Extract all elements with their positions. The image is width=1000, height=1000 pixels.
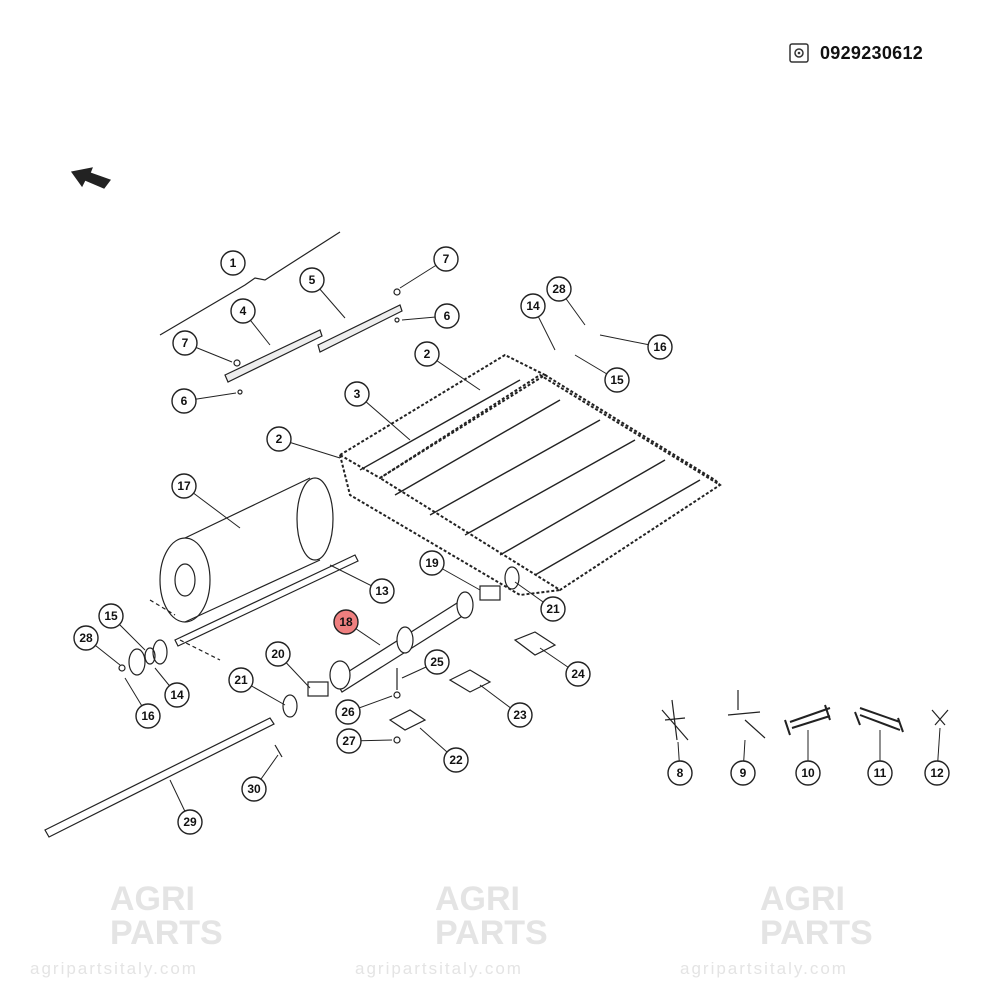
part-number: 0929230612 bbox=[820, 42, 924, 63]
callout-25[interactable]: 25 bbox=[424, 649, 450, 675]
watermark-text: agripartsitaly.com bbox=[680, 959, 848, 978]
callout-6[interactable]: 6 bbox=[434, 303, 460, 329]
callout-13[interactable]: 13 bbox=[369, 578, 395, 604]
callout-22[interactable]: 22 bbox=[443, 747, 469, 773]
callout-label: 11 bbox=[874, 766, 887, 780]
callout-14[interactable]: 14 bbox=[520, 293, 546, 319]
callout-label: 28 bbox=[79, 631, 93, 645]
callout-1[interactable]: 1 bbox=[220, 250, 246, 276]
callout-26[interactable]: 26 bbox=[335, 699, 361, 725]
watermark-text: PARTS bbox=[435, 914, 548, 952]
callout-16[interactable]: 16 bbox=[647, 334, 673, 360]
callout-label: 15 bbox=[610, 373, 624, 387]
callout-8[interactable]: 8 bbox=[667, 760, 693, 786]
callout-label: 9 bbox=[740, 766, 747, 780]
callout-label: 6 bbox=[181, 394, 188, 408]
callout-16[interactable]: 16 bbox=[135, 703, 161, 729]
callout-label: 18 bbox=[339, 615, 353, 629]
callout-label: 21 bbox=[234, 673, 248, 687]
watermark-text: PARTS bbox=[110, 914, 223, 952]
watermark-text: AGRI bbox=[110, 880, 195, 918]
callout-7[interactable]: 7 bbox=[172, 330, 198, 356]
callout-label: 7 bbox=[182, 336, 189, 350]
callout-label: 28 bbox=[552, 282, 566, 296]
watermark-text: AGRI bbox=[435, 880, 520, 918]
callout-label: 16 bbox=[653, 340, 667, 354]
callout-label: 4 bbox=[240, 304, 247, 318]
callout-label: 26 bbox=[341, 705, 355, 719]
callout-14[interactable]: 14 bbox=[164, 682, 190, 708]
callout-label: 27 bbox=[342, 734, 356, 748]
callout-21[interactable]: 21 bbox=[540, 596, 566, 622]
callout-label: 13 bbox=[375, 584, 389, 598]
callout-label: 25 bbox=[430, 655, 444, 669]
callout-label: 15 bbox=[104, 609, 118, 623]
callout-label: 2 bbox=[424, 347, 431, 361]
callout-label: 12 bbox=[930, 766, 944, 780]
part-number-header: 0929230612 bbox=[788, 42, 923, 64]
callout-label: 22 bbox=[449, 753, 463, 767]
callout-2[interactable]: 2 bbox=[266, 426, 292, 452]
callout-label: 7 bbox=[443, 252, 450, 266]
callout-label: 20 bbox=[271, 647, 285, 661]
callout-17[interactable]: 17 bbox=[171, 473, 197, 499]
callout-28[interactable]: 28 bbox=[546, 276, 572, 302]
callout-18[interactable]: 18 bbox=[333, 609, 359, 635]
callout-label: 10 bbox=[801, 766, 815, 780]
callout-label: 2 bbox=[276, 432, 283, 446]
callout-label: 1 bbox=[230, 256, 237, 270]
callout-label: 14 bbox=[170, 688, 184, 702]
callout-29[interactable]: 29 bbox=[177, 809, 203, 835]
callout-15[interactable]: 15 bbox=[604, 367, 630, 393]
callout-label: 16 bbox=[141, 709, 155, 723]
callout-19[interactable]: 19 bbox=[419, 550, 445, 576]
callout-4[interactable]: 4 bbox=[230, 298, 256, 324]
direction-arrow-icon bbox=[70, 167, 111, 189]
callout-7[interactable]: 7 bbox=[433, 246, 459, 272]
callout-label: 8 bbox=[677, 766, 684, 780]
callout-label: 17 bbox=[177, 479, 191, 493]
callout-21[interactable]: 21 bbox=[228, 667, 254, 693]
callout-10[interactable]: 10 bbox=[795, 760, 821, 786]
callout-label: 23 bbox=[513, 708, 527, 722]
callout-label: 19 bbox=[425, 556, 439, 570]
callout-11[interactable]: 11 bbox=[867, 760, 893, 786]
callout-label: 29 bbox=[183, 815, 197, 829]
watermark-text: agripartsitaly.com bbox=[355, 959, 523, 978]
watermark-text: PARTS bbox=[760, 914, 873, 952]
callout-label: 6 bbox=[444, 309, 451, 323]
callout-label: 21 bbox=[546, 602, 560, 616]
callout-label: 24 bbox=[571, 667, 585, 681]
callout-label: 14 bbox=[526, 299, 540, 313]
callout-3[interactable]: 3 bbox=[344, 381, 370, 407]
callout-2[interactable]: 2 bbox=[414, 341, 440, 367]
callout-5[interactable]: 5 bbox=[299, 267, 325, 293]
callout-27[interactable]: 27 bbox=[336, 728, 362, 754]
callout-30[interactable]: 30 bbox=[241, 776, 267, 802]
callout-20[interactable]: 20 bbox=[265, 641, 291, 667]
callout-28[interactable]: 28 bbox=[73, 625, 99, 651]
callout-12[interactable]: 12 bbox=[924, 760, 950, 786]
callout-label: 30 bbox=[247, 782, 261, 796]
callout-6[interactable]: 6 bbox=[171, 388, 197, 414]
callout-label: 5 bbox=[309, 273, 316, 287]
callout-label: 3 bbox=[354, 387, 361, 401]
callout-15[interactable]: 15 bbox=[98, 603, 124, 629]
drawing-sheet-icon bbox=[789, 43, 809, 63]
callout-24[interactable]: 24 bbox=[565, 661, 591, 687]
callout-23[interactable]: 23 bbox=[507, 702, 533, 728]
watermark-text: agripartsitaly.com bbox=[30, 959, 198, 978]
watermark-text: AGRI bbox=[760, 880, 845, 918]
callout-9[interactable]: 9 bbox=[730, 760, 756, 786]
